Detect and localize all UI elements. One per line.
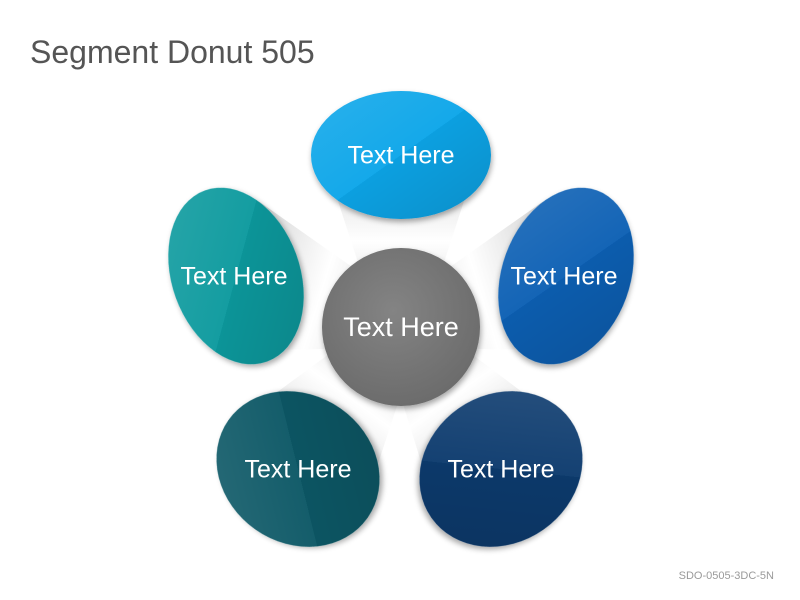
petal-label-top: Text Here	[348, 142, 455, 170]
footer-code: SDO-0505-3DC-5N	[678, 570, 774, 582]
petal-shading-bottom-left	[216, 391, 380, 547]
petal-shading-right	[498, 187, 634, 365]
petal-shading-bottom-right	[419, 391, 583, 547]
petal-right: Text Here	[498, 187, 634, 365]
petal-shading-left	[168, 187, 304, 365]
petal-top: Text Here	[311, 91, 491, 219]
petal-label-right: Text Here	[511, 263, 618, 291]
center-shading	[322, 248, 480, 406]
petal-label-bottom-right: Text Here	[448, 456, 555, 484]
petal-label-left: Text Here	[181, 263, 288, 291]
petal-bottom-left: Text Here	[216, 391, 380, 547]
petal-shading-top	[311, 91, 491, 219]
center-label: Text Here	[343, 312, 459, 342]
petal-left: Text Here	[168, 187, 304, 365]
petal-label-bottom-left: Text Here	[245, 456, 352, 484]
petal-bottom-right: Text Here	[419, 391, 583, 547]
page-title: Segment Donut 505	[30, 34, 315, 70]
